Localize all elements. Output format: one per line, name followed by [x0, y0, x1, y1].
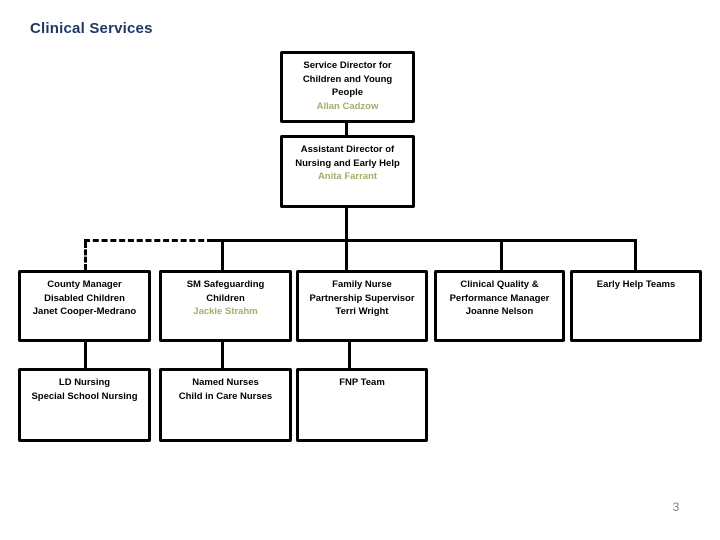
- org-box-sm-safeguarding: SM Safeguarding Children Jackie Strahm: [159, 270, 292, 342]
- dashed-connector-line: [84, 239, 213, 242]
- person-name: Joanne Nelson: [465, 306, 534, 317]
- org-box-service-director: Service Director for Children and Young …: [280, 51, 415, 123]
- box-title-line: SM Safeguarding: [186, 279, 265, 290]
- connector-line: [213, 239, 637, 242]
- dashed-connector-line: [84, 242, 87, 270]
- box-title-line: Special School Nursing: [31, 390, 138, 402]
- connector-line: [221, 342, 224, 368]
- box-title-line: Early Help Teams: [596, 279, 676, 290]
- box-title-line: Disabled Children: [44, 292, 125, 304]
- connector-line: [345, 123, 348, 138]
- box-title-line: LD Nursing: [58, 377, 111, 388]
- page-title: Clinical Services: [30, 20, 153, 37]
- person-name: Janet Cooper-Medrano: [32, 306, 137, 317]
- connector-line: [221, 242, 224, 270]
- org-box-assistant-director: Assistant Director of Nursing and Early …: [280, 135, 415, 208]
- box-title-line: County Manager: [47, 279, 122, 290]
- box-title-line: Assistant Director of: [300, 144, 395, 155]
- org-box-county-manager: County Manager Disabled Children Janet C…: [18, 270, 151, 342]
- person-name: Jackie Strahm: [193, 306, 258, 317]
- box-title-line: People: [331, 87, 364, 98]
- box-title-line: Clinical Quality &: [460, 279, 539, 290]
- org-box-fnp-team: FNP Team: [296, 368, 428, 442]
- box-title-line: Family Nurse: [332, 279, 392, 290]
- connector-line: [634, 242, 637, 270]
- org-box-family-nurse: Family Nurse Partnership Supervisor Terr…: [296, 270, 428, 342]
- box-title-line: FNP Team: [339, 377, 385, 388]
- box-title-line: Child in Care Nurses: [178, 390, 273, 402]
- page-number: 3: [672, 500, 680, 514]
- box-title-line: Children: [206, 292, 245, 304]
- connector-line: [348, 342, 351, 368]
- org-box-named-nurses: Named Nurses Child in Care Nurses: [159, 368, 292, 442]
- org-box-clinical-quality: Clinical Quality & Performance Manager J…: [434, 270, 565, 342]
- connector-line: [84, 342, 87, 368]
- box-title-line: Service Director for: [303, 60, 392, 71]
- person-name: Allan Cadzow: [316, 100, 379, 112]
- person-name: Anita Farrant: [317, 171, 378, 182]
- box-title-line: Performance Manager: [449, 292, 550, 304]
- box-title-line: Children and Young: [302, 73, 393, 85]
- box-title-line: Nursing and Early Help: [295, 157, 400, 169]
- org-box-ld-nursing: LD Nursing Special School Nursing: [18, 368, 151, 442]
- box-title-line: Partnership Supervisor: [309, 292, 415, 304]
- person-name: Terri Wright: [335, 306, 389, 317]
- box-title-line: Named Nurses: [192, 377, 259, 388]
- org-box-early-help: Early Help Teams: [570, 270, 702, 342]
- connector-line: [500, 242, 503, 270]
